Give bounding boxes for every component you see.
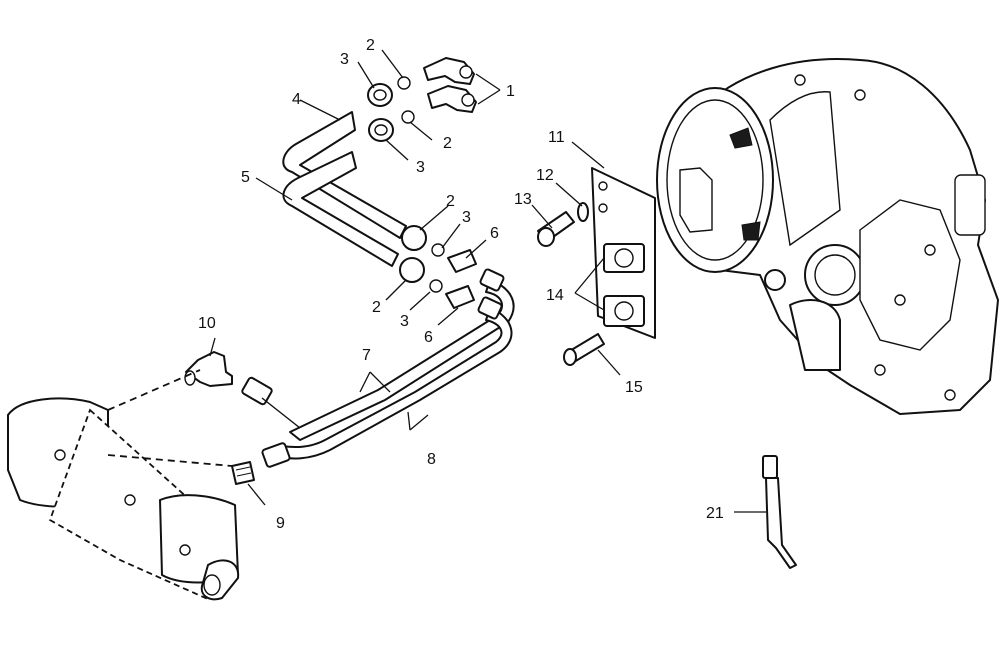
hoses-7-8	[241, 268, 515, 468]
plugs-top	[397, 76, 415, 124]
callout-8: 8	[427, 451, 436, 468]
lock-washer	[577, 202, 589, 222]
callout-6: 6	[490, 225, 499, 242]
cable-tie	[762, 455, 797, 569]
callouts: 1 2 3 2 3 4 5 2 3 6 2 3 6 7 8 9 10 11 12…	[198, 37, 724, 532]
callout-1: 1	[506, 83, 515, 100]
fittings-middle	[399, 225, 477, 309]
callout-12: 12	[536, 167, 554, 184]
bolt-15	[563, 333, 605, 366]
callout-2: 2	[366, 37, 375, 54]
callout-2: 2	[443, 135, 452, 152]
elbow-fittings-top	[423, 57, 477, 113]
callout-5: 5	[241, 169, 250, 186]
callout-6: 6	[424, 329, 433, 346]
callout-13: 13	[514, 191, 532, 208]
callout-11: 11	[548, 129, 565, 146]
oil-cooler	[7, 369, 240, 602]
nuts-top	[367, 83, 394, 142]
callout-7: 7	[362, 347, 371, 364]
leader-lines	[209, 49, 766, 513]
callout-4: 4	[292, 91, 301, 108]
callout-3: 3	[462, 209, 471, 226]
callout-3: 3	[340, 51, 349, 68]
callout-21: 21	[706, 505, 724, 522]
callout-2: 2	[372, 299, 381, 316]
callout-3: 3	[416, 159, 425, 176]
callout-10: 10	[198, 315, 216, 332]
callout-15: 15	[625, 379, 643, 396]
transmission-assembly	[656, 58, 999, 415]
hose-clamps	[603, 243, 645, 327]
callout-14: 14	[546, 287, 564, 304]
callout-2: 2	[446, 193, 455, 210]
tubes-4-5	[282, 111, 407, 267]
elbow-fitting-10	[184, 351, 233, 387]
callout-9: 9	[276, 515, 285, 532]
adapter-fitting-9	[231, 461, 255, 485]
bolt-13	[537, 211, 575, 247]
callout-3: 3	[400, 313, 409, 330]
